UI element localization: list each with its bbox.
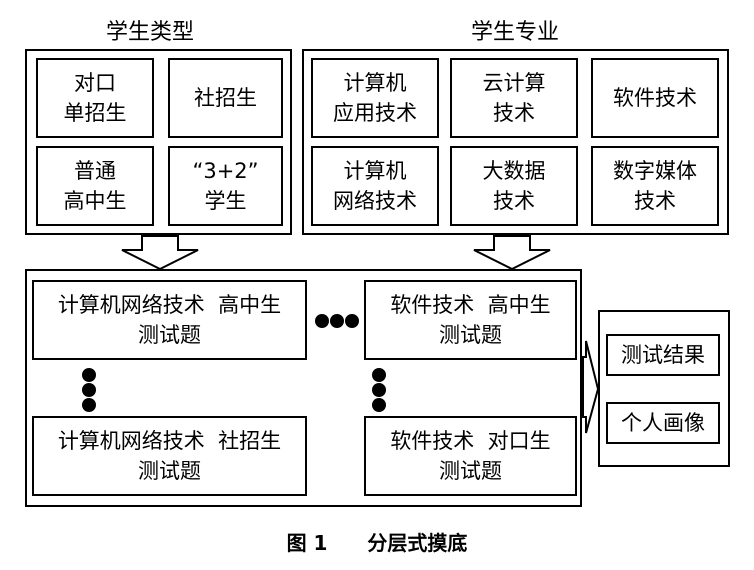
type-cell-duikou: 对口单招生	[36, 58, 154, 138]
figure-number: 图 1	[286, 531, 328, 555]
vertical-ellipsis-dot-right	[372, 398, 386, 412]
down-arrow-left	[121, 235, 199, 271]
output-test-result: 测试结果	[606, 334, 720, 376]
type-cell-3plus2: “3+2”学生	[168, 146, 283, 226]
test-box-network-social: 计算机网络技术 社招生测试题	[32, 416, 307, 496]
figure-caption: 图 1 分层式摸底	[0, 527, 754, 557]
test-box-software-highschool: 软件技术 高中生测试题	[364, 280, 577, 360]
vertical-ellipsis-dot-left	[82, 368, 96, 382]
vertical-ellipsis-dot-right	[372, 368, 386, 382]
horizontal-ellipsis-dot	[345, 314, 359, 328]
major-cell-computer-network: 计算机网络技术	[311, 146, 439, 226]
vertical-ellipsis-dot-right	[372, 383, 386, 397]
major-cell-computer-application: 计算机应用技术	[311, 58, 439, 138]
test-box-software-duikou: 软件技术 对口生测试题	[364, 416, 577, 496]
student-major-title: 学生专业	[470, 20, 559, 45]
right-arrow-to-outputs	[582, 340, 600, 434]
major-cell-digital-media: 数字媒体技术	[591, 146, 719, 226]
major-cell-cloud-computing: 云计算技术	[450, 58, 578, 138]
major-cell-software: 软件技术	[591, 58, 719, 138]
type-cell-putong: 普通高中生	[36, 146, 154, 226]
type-cell-shezhao: 社招生	[168, 58, 283, 138]
vertical-ellipsis-dot-left	[82, 398, 96, 412]
horizontal-ellipsis-dot	[315, 314, 329, 328]
student-type-title: 学生类型	[105, 20, 194, 45]
down-arrow-right	[473, 235, 551, 271]
test-box-network-highschool: 计算机网络技术 高中生测试题	[32, 280, 307, 360]
major-cell-big-data: 大数据技术	[450, 146, 578, 226]
figure-title: 分层式摸底	[367, 531, 468, 555]
vertical-ellipsis-dot-left	[82, 383, 96, 397]
output-personal-profile: 个人画像	[606, 402, 720, 444]
horizontal-ellipsis-dot	[330, 314, 344, 328]
